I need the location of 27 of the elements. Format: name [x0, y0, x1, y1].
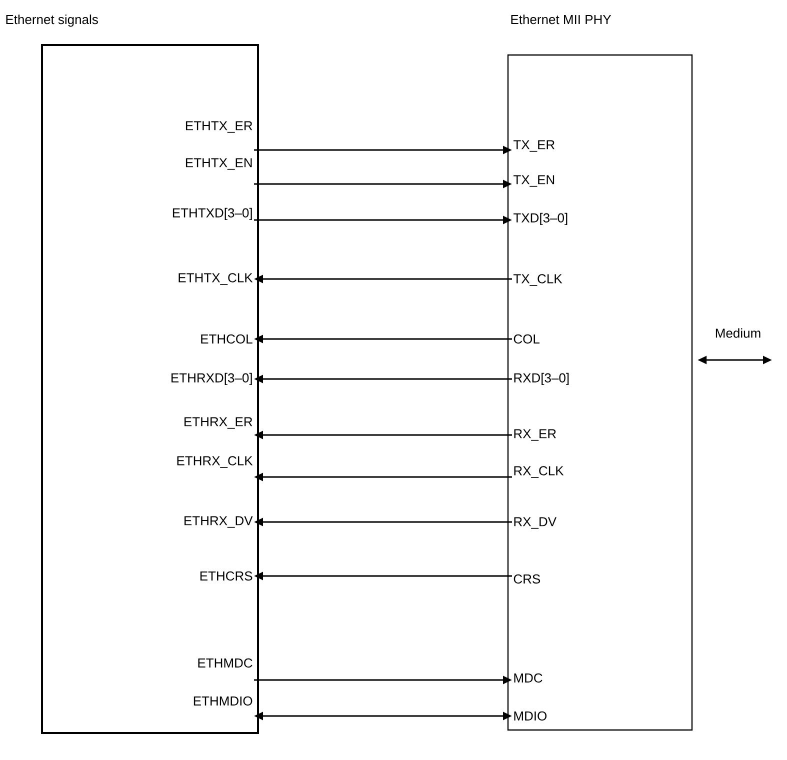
- signal-name: RX_ER: [514, 429, 556, 441]
- signal-name: TX_CLK: [514, 274, 562, 286]
- signal-name: ETHTX_EN: [186, 158, 252, 170]
- signal-name: ETHTX_ER: [186, 121, 252, 133]
- signal-name: COL: [514, 334, 540, 344]
- block-title: Ethernet MII PHY: [511, 14, 612, 24]
- signal-name: ETHCOL: [201, 334, 252, 344]
- signal-name: ETHMDC: [198, 658, 252, 668]
- signal-name: RXD[3–0]: [514, 372, 569, 386]
- signal-name: TXD[3–0]: [514, 212, 568, 226]
- signal-name: ETHRX_CLK: [177, 456, 253, 468]
- signal-name: ETHTX_CLK: [178, 273, 253, 285]
- signal-name: RX_CLK: [514, 466, 564, 478]
- signal-name: MDC: [514, 673, 542, 683]
- signal-name: CRS: [514, 574, 540, 584]
- signal-name: ETHTXD[3–0]: [172, 208, 252, 220]
- signal-name: ETHRXD[3–0]: [172, 372, 252, 386]
- signal-name: ETHRX_ER: [184, 417, 252, 429]
- signal-name: ETHRX_DV: [184, 516, 253, 528]
- signal-name: ETHCRS: [200, 571, 252, 581]
- signal-name: TX_EN: [514, 175, 554, 187]
- signal-name: RX_DV: [514, 517, 556, 529]
- block-title: Ethernet signals: [6, 14, 98, 27]
- signal-name: TX_ER: [514, 140, 554, 152]
- signal-name: ETHMDIO: [194, 696, 252, 706]
- edge-label: Medium: [714, 327, 762, 339]
- signal-name: MDIO: [514, 711, 547, 721]
